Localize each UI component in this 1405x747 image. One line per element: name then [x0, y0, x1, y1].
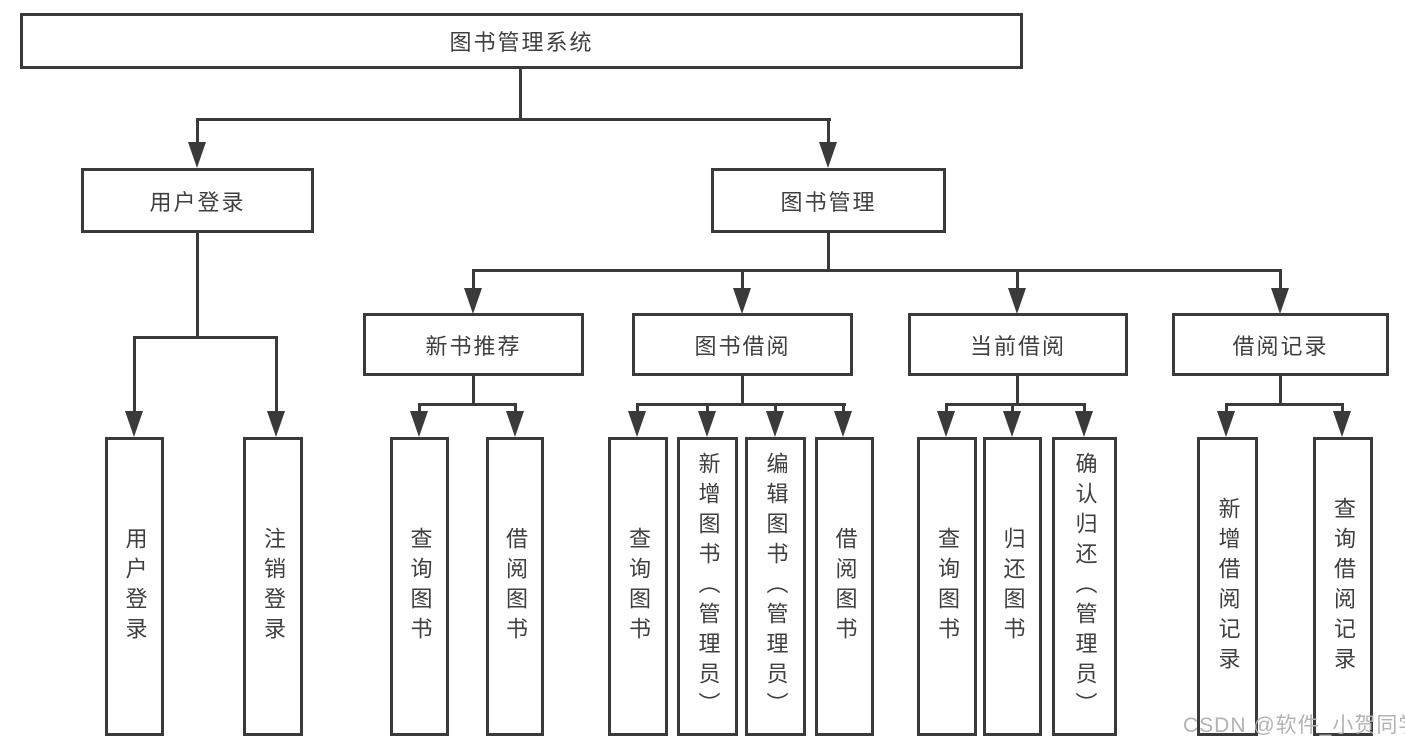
node-user-login: 用户登录	[81, 168, 314, 233]
arrow-down-icon	[1075, 411, 1093, 437]
node-root-label: 图书管理系统	[449, 30, 594, 55]
node-user-login-label: 用户登录	[149, 189, 246, 215]
leaf-user-login-label: 用户登录	[122, 526, 148, 647]
leaf-query-borrow-record-label: 查询借阅记录	[1331, 496, 1356, 677]
connector-line	[945, 403, 1086, 406]
connector-line	[741, 374, 744, 405]
connector-line	[827, 232, 830, 271]
node-root: 图书管理系统	[20, 13, 1023, 69]
connector-line	[1279, 374, 1282, 405]
leaf-user-login: 用户登录	[105, 437, 164, 736]
node-current-borrowing-label: 当前借阅	[969, 333, 1066, 359]
arrow-down-icon	[1003, 411, 1021, 437]
leaf-query-borrow-record: 查询借阅记录	[1313, 437, 1373, 736]
arrow-down-icon	[188, 142, 206, 168]
leaf-edit-book-admin-label: 编辑图书（管理员）	[763, 451, 789, 722]
connector-line	[636, 403, 846, 406]
leaf-query-book-borrowing-label: 查询图书	[626, 526, 651, 647]
arrow-down-icon	[937, 411, 955, 437]
leaf-query-book-recommend-label: 查询图书	[407, 526, 433, 647]
arrow-down-icon	[1271, 288, 1289, 314]
arrow-down-icon	[733, 288, 751, 314]
connector-line	[741, 271, 744, 291]
connector-line	[472, 271, 475, 291]
arrow-down-icon	[506, 411, 524, 437]
connector-line	[196, 120, 199, 146]
arrow-down-icon	[125, 411, 143, 437]
connector-line	[1279, 271, 1282, 291]
leaf-logout-label: 注销登录	[261, 526, 286, 647]
leaf-borrow-book: 借阅图书	[815, 437, 874, 736]
leaf-confirm-return-admin-label: 确认归还（管理员）	[1072, 451, 1098, 722]
node-book-management: 图书管理	[711, 168, 946, 233]
leaf-edit-book-admin: 编辑图书（管理员）	[745, 437, 806, 736]
arrow-down-icon	[464, 288, 482, 314]
arrow-down-icon	[628, 411, 646, 437]
node-book-borrowing-label: 图书借阅	[694, 333, 791, 359]
arrow-down-icon	[410, 411, 428, 437]
arrow-down-icon	[834, 411, 852, 437]
node-borrow-records-label: 借阅记录	[1232, 333, 1329, 359]
connector-line	[196, 118, 831, 121]
connector-line	[133, 338, 136, 413]
leaf-logout: 注销登录	[243, 437, 303, 736]
node-new-book-recommend: 新书推荐	[363, 313, 584, 376]
leaf-borrow-book-recommend-label: 借阅图书	[503, 526, 528, 647]
connector-line	[1016, 374, 1019, 405]
csdn-watermark: CSDN @软件_小贺同学	[1183, 714, 1405, 737]
connector-line	[1016, 271, 1019, 291]
connector-line	[196, 232, 199, 338]
connector-line	[133, 336, 278, 339]
connector-line	[827, 120, 830, 146]
leaf-confirm-return-admin: 确认归还（管理员）	[1052, 437, 1117, 736]
connector-line	[275, 338, 278, 413]
arrow-down-icon	[819, 142, 837, 168]
leaf-add-borrow-record: 新增借阅记录	[1197, 437, 1258, 736]
leaf-borrow-book-recommend: 借阅图书	[486, 437, 544, 736]
leaf-add-book-admin: 新增图书（管理员）	[677, 437, 738, 736]
leaf-add-borrow-record-label: 新增借阅记录	[1215, 496, 1241, 677]
connector-line	[472, 374, 475, 405]
leaf-return-book-label: 归还图书	[1000, 526, 1026, 647]
connector-line	[418, 403, 517, 406]
connector-line	[1225, 403, 1344, 406]
leaf-query-book-current-label: 查询图书	[935, 526, 960, 647]
node-book-management-label: 图书管理	[780, 189, 877, 215]
node-new-book-recommend-label: 新书推荐	[425, 333, 522, 359]
leaf-query-book-current: 查询图书	[917, 437, 977, 736]
node-book-borrowing: 图书借阅	[632, 313, 853, 376]
arrow-down-icon	[267, 411, 285, 437]
connector-line	[472, 269, 1282, 272]
leaf-query-book-recommend: 查询图书	[390, 437, 449, 736]
arrow-down-icon	[698, 411, 716, 437]
arrow-down-icon	[1217, 411, 1235, 437]
leaf-return-book: 归还图书	[983, 437, 1042, 736]
leaf-borrow-book-label: 借阅图书	[832, 526, 858, 647]
node-current-borrowing: 当前借阅	[908, 313, 1128, 376]
arrow-down-icon	[766, 411, 784, 437]
arrow-down-icon	[1008, 288, 1026, 314]
arrow-down-icon	[1333, 411, 1351, 437]
connector-line	[519, 68, 522, 121]
leaf-add-book-admin-label: 新增图书（管理员）	[695, 451, 721, 722]
node-borrow-records: 借阅记录	[1172, 313, 1389, 376]
leaf-query-book-borrowing: 查询图书	[608, 437, 668, 736]
